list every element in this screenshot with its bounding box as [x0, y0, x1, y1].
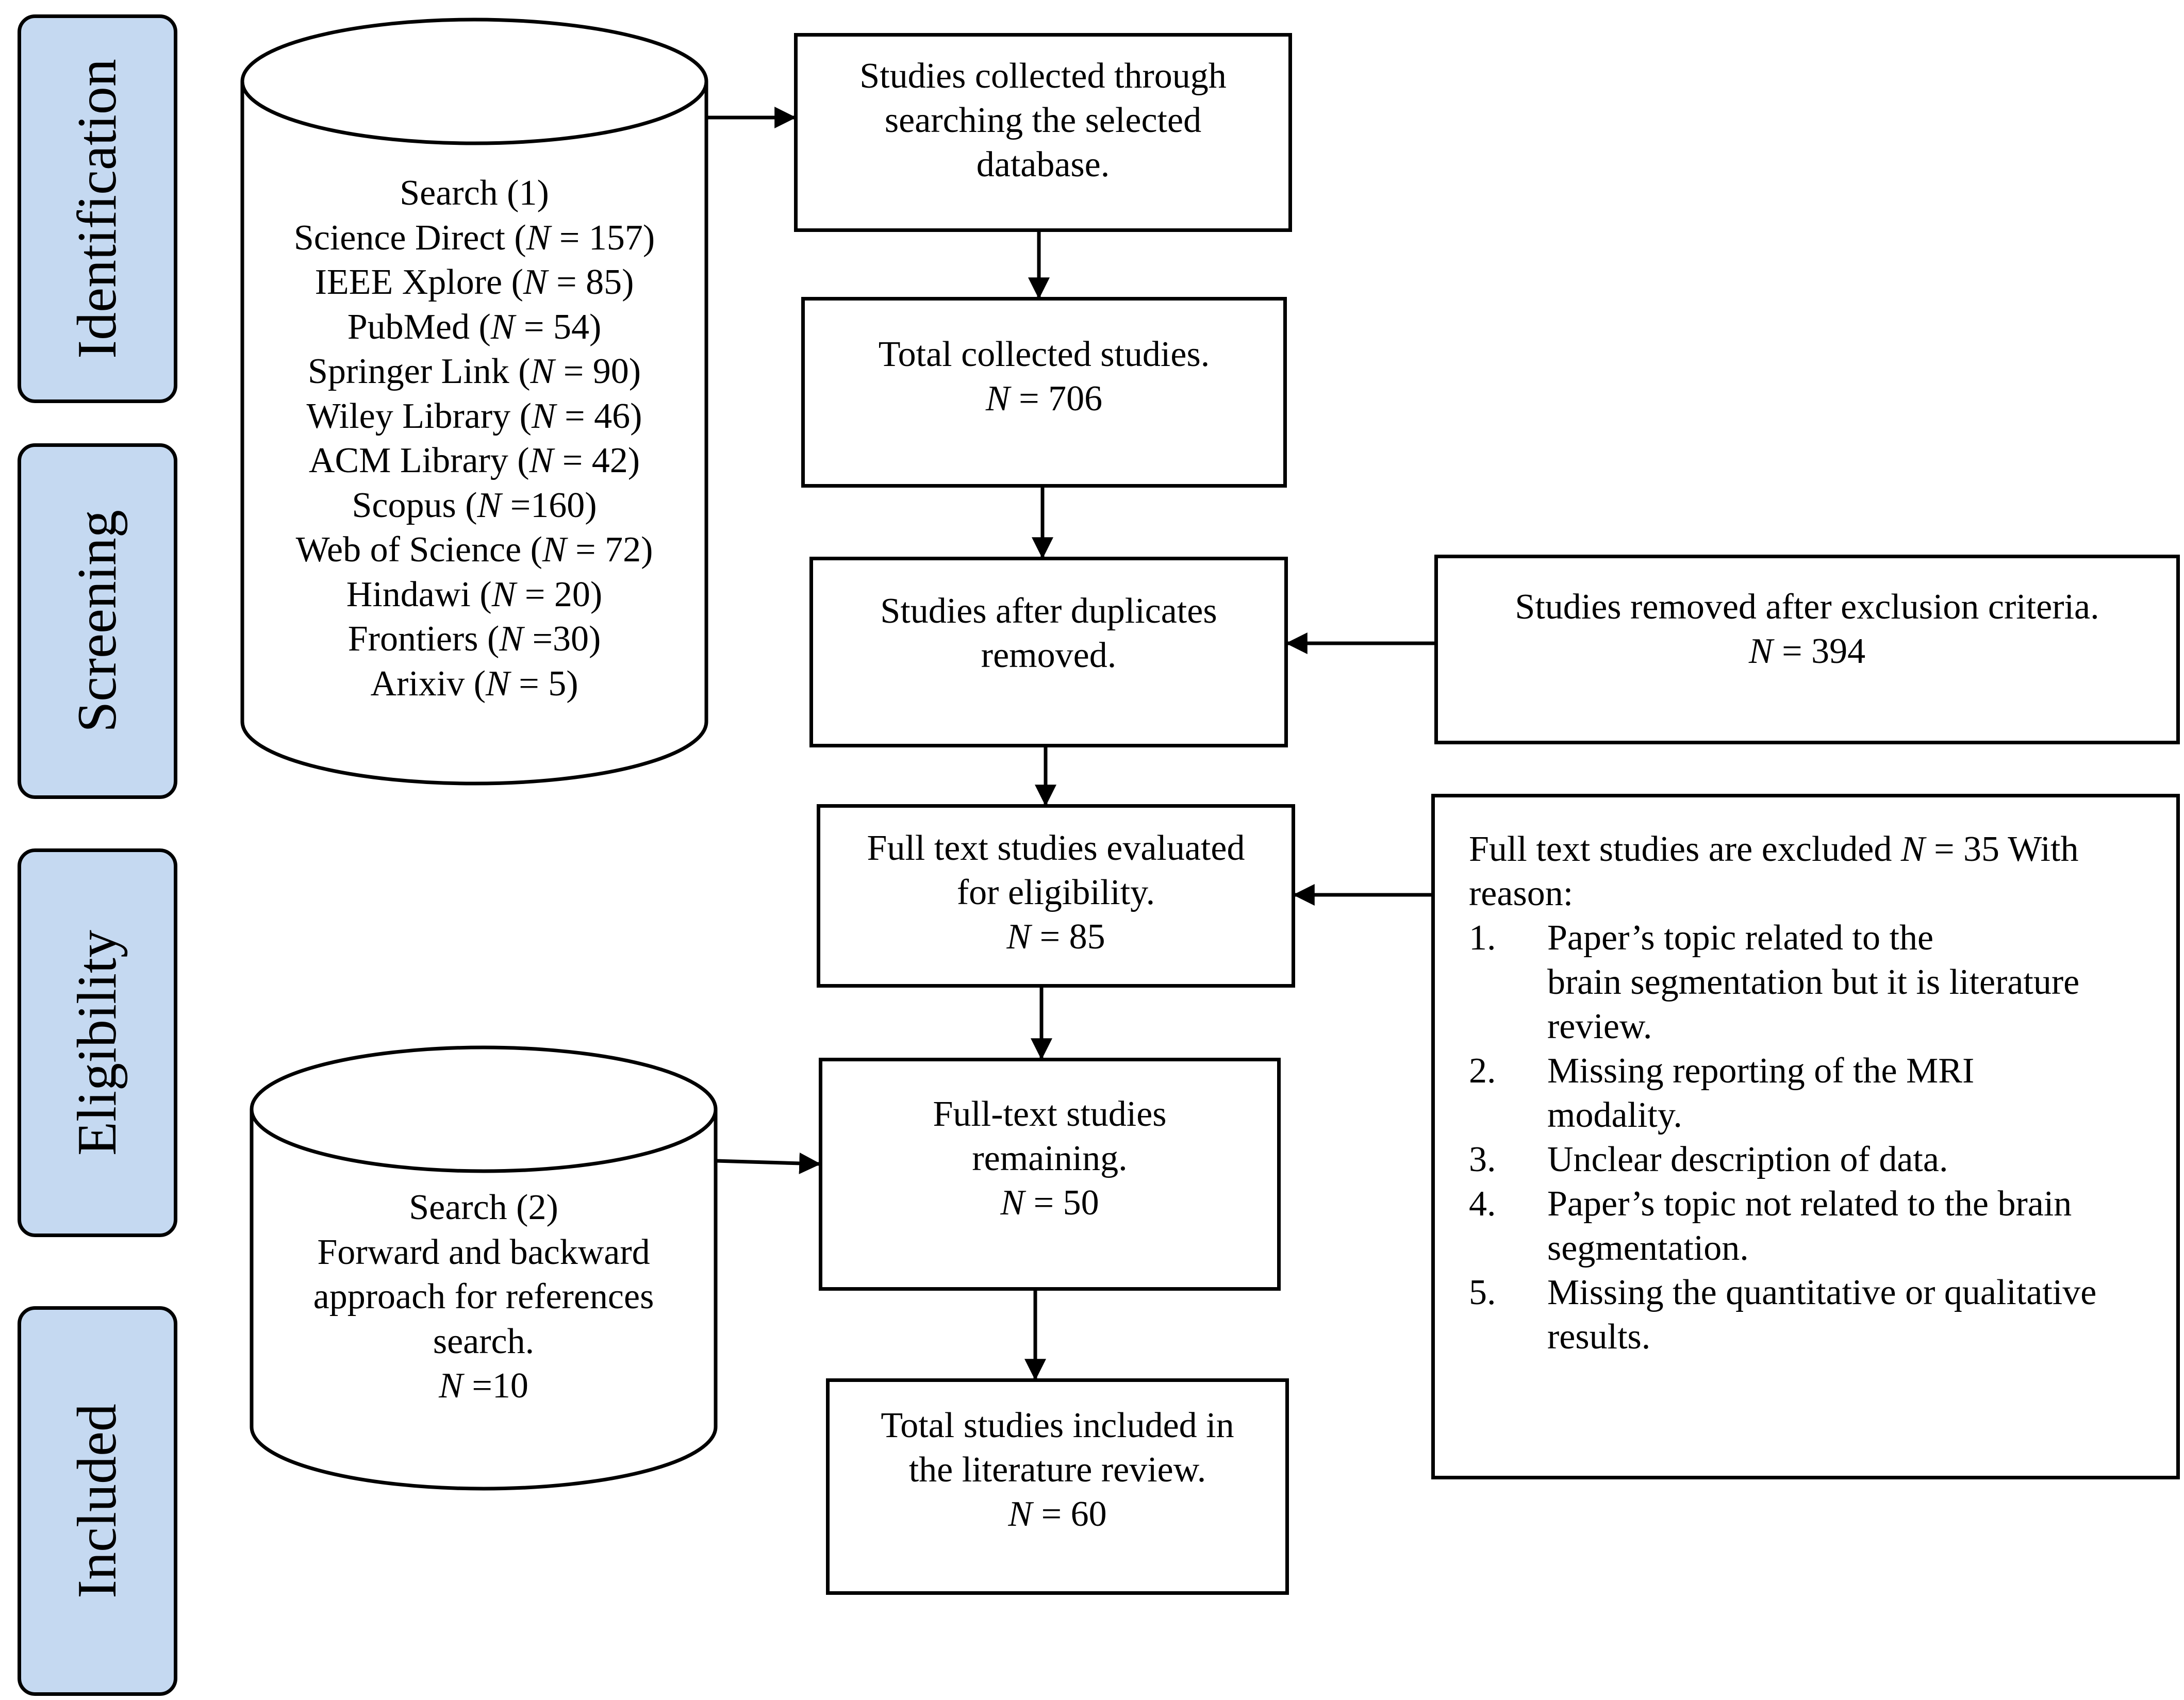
- source-item: Science Direct (N = 157): [293, 218, 655, 258]
- source-item: Springer Link (N = 90): [307, 352, 641, 391]
- database-cylinder-2: [250, 1045, 718, 1491]
- reason-item: 5. Missing the quantitative or qualitati…: [1469, 1273, 2097, 1357]
- count-removed: N = 394: [1748, 631, 1866, 671]
- reason-item: 4. Paper’s topic not related to the brai…: [1469, 1184, 2072, 1268]
- source-item: ACM Library (N = 42): [308, 441, 640, 480]
- source-item: Frontiers (N =30): [348, 619, 601, 659]
- stage-label: Identification: [67, 59, 128, 359]
- search-2-title: Search (2): [409, 1188, 558, 1227]
- source-item: Arixiv (N = 5): [370, 663, 578, 704]
- box-exclusion-reasons: Full text studies are excluded N = 35 Wi…: [1431, 794, 2180, 1479]
- source-item: Wiley Library (N = 46): [306, 396, 642, 436]
- count-total: N = 706: [985, 379, 1103, 419]
- count-included: N = 60: [1008, 1494, 1107, 1534]
- search-2-count: N =10: [439, 1366, 528, 1406]
- stage-identification: Identification: [18, 14, 177, 403]
- exclusions-intro: Full text studies are excluded N = 35 Wi…: [1469, 829, 2079, 869]
- database-cylinder-1: [240, 18, 708, 786]
- stage-eligibility: Eligibility: [18, 848, 177, 1237]
- count-fulltext: N = 85: [1006, 917, 1105, 957]
- stage-included: Included: [18, 1306, 177, 1696]
- stage-label: Screening: [67, 510, 128, 732]
- count-remaining: N = 50: [1000, 1183, 1099, 1223]
- box-studies-collected: Studies collected through searching the …: [794, 33, 1292, 232]
- source-item: Scopus (N =160): [352, 485, 597, 525]
- source-item: Web of Science (N = 72): [295, 530, 653, 570]
- box-removed-exclusion: Studies removed after exclusion criteria…: [1434, 555, 2180, 744]
- search-1-title: Search (1): [400, 173, 549, 213]
- reason-item: 3. Unclear description of data.: [1469, 1140, 1948, 1179]
- box-fulltext-remaining: Full-text studies remaining. N = 50: [819, 1058, 1281, 1291]
- box-fulltext-evaluated: Full text studies evaluated for eligibil…: [817, 804, 1295, 988]
- box-total-included: Total studies included in the literature…: [826, 1378, 1289, 1595]
- source-item: PubMed (N = 54): [347, 307, 602, 347]
- box-after-duplicates: Studies after duplicates removed.: [809, 557, 1288, 747]
- box-total-collected: Total collected studies. N = 706: [801, 297, 1287, 488]
- arrow-db2-to-remaining: [715, 1152, 821, 1174]
- source-item: Hindawi (N = 20): [346, 574, 603, 614]
- stage-label: Included: [67, 1404, 128, 1598]
- search-2-text: Search (2) Forward and backward approach…: [252, 1186, 716, 1409]
- reason-item: 2. Missing reporting of the MRI modality…: [1469, 1051, 1975, 1135]
- stage-screening: Screening: [18, 443, 177, 799]
- source-item: IEEE Xplore (N = 85): [315, 262, 634, 302]
- stage-label: Eligibility: [67, 929, 128, 1156]
- search-1-text: Search (1) Science Direct (N = 157) IEEE…: [242, 171, 706, 706]
- reason-item: 1. Paper’s topic related to the brain se…: [1469, 918, 2080, 1046]
